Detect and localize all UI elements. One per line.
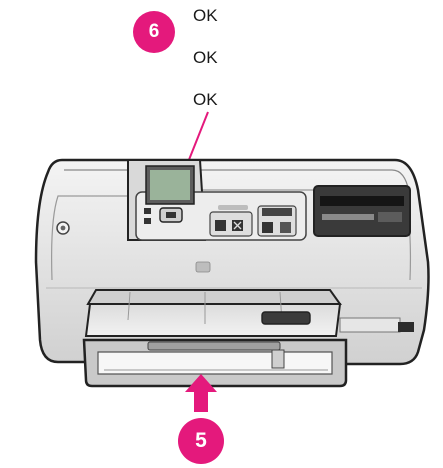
nav-button[interactable] [144,208,151,214]
hp-logo [196,262,210,272]
screen-glass [150,170,190,200]
usb-port-icon [398,322,414,332]
paper-tray [84,340,346,386]
step-5-badge: 5 [178,418,224,464]
tray-handle[interactable] [262,312,310,324]
zoom-button[interactable] [280,222,291,233]
nav-button[interactable] [144,218,151,224]
print-button[interactable] [215,220,226,231]
power-button-icon[interactable] [57,222,69,234]
memory-card-slot [314,186,410,236]
rotate-button[interactable] [262,222,273,233]
